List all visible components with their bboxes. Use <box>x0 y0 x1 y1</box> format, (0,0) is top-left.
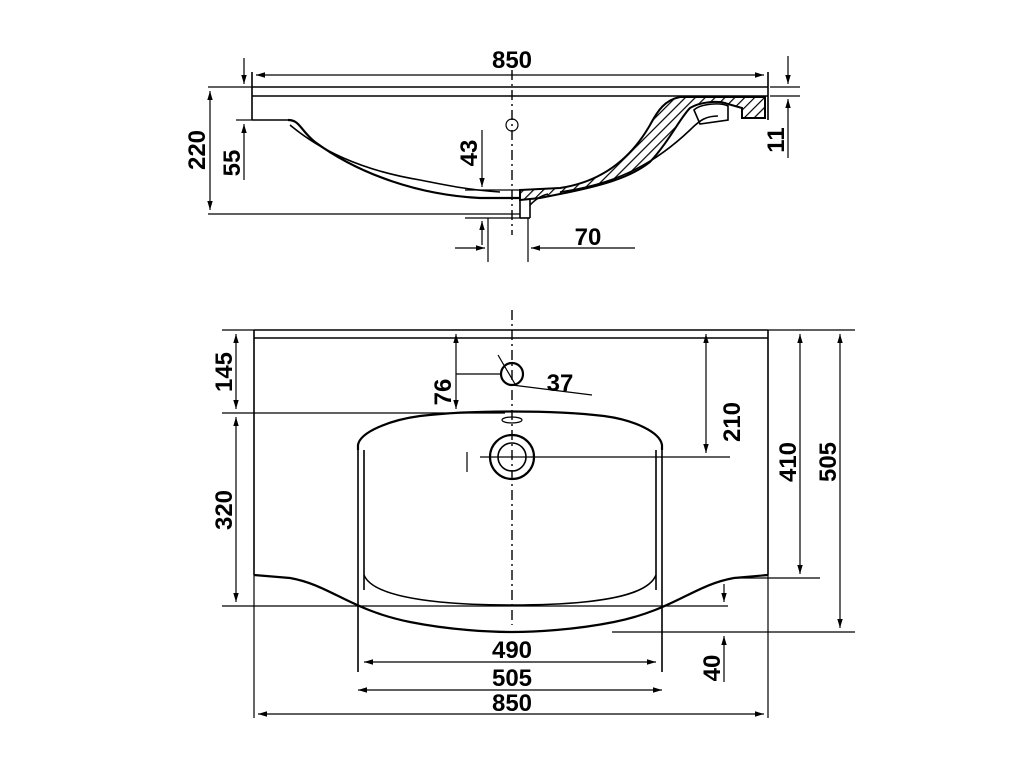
dim-bowl-width-outer: 505 <box>492 665 532 692</box>
dim-drain-height: 43 <box>456 140 483 167</box>
section-view: 850 220 55 43 70 11 <box>184 47 800 262</box>
dim-total-depth: 505 <box>815 442 842 482</box>
dim-drain-to-back: 210 <box>719 402 746 442</box>
dim-tap-hole-dia: 37 <box>547 370 574 397</box>
dim-tap-hole-offset: 76 <box>430 379 457 406</box>
dim-width-top: 850 <box>492 47 532 74</box>
dim-side-depth: 410 <box>775 442 802 482</box>
dim-bowl-width-inner: 490 <box>492 637 532 664</box>
plan-view: 145 76 37 210 320 410 505 40 490 505 <box>211 310 855 718</box>
dim-tap-to-back: 145 <box>211 352 238 392</box>
dim-drain-width: 70 <box>575 224 602 251</box>
dim-total-width: 850 <box>492 690 532 717</box>
dim-bowl-depth: 320 <box>211 490 238 530</box>
dim-height-total: 220 <box>184 130 211 170</box>
dim-front-protrusion: 40 <box>699 655 726 682</box>
dim-rim-depth: 55 <box>219 150 246 177</box>
dim-rim-thickness: 11 <box>763 127 790 152</box>
